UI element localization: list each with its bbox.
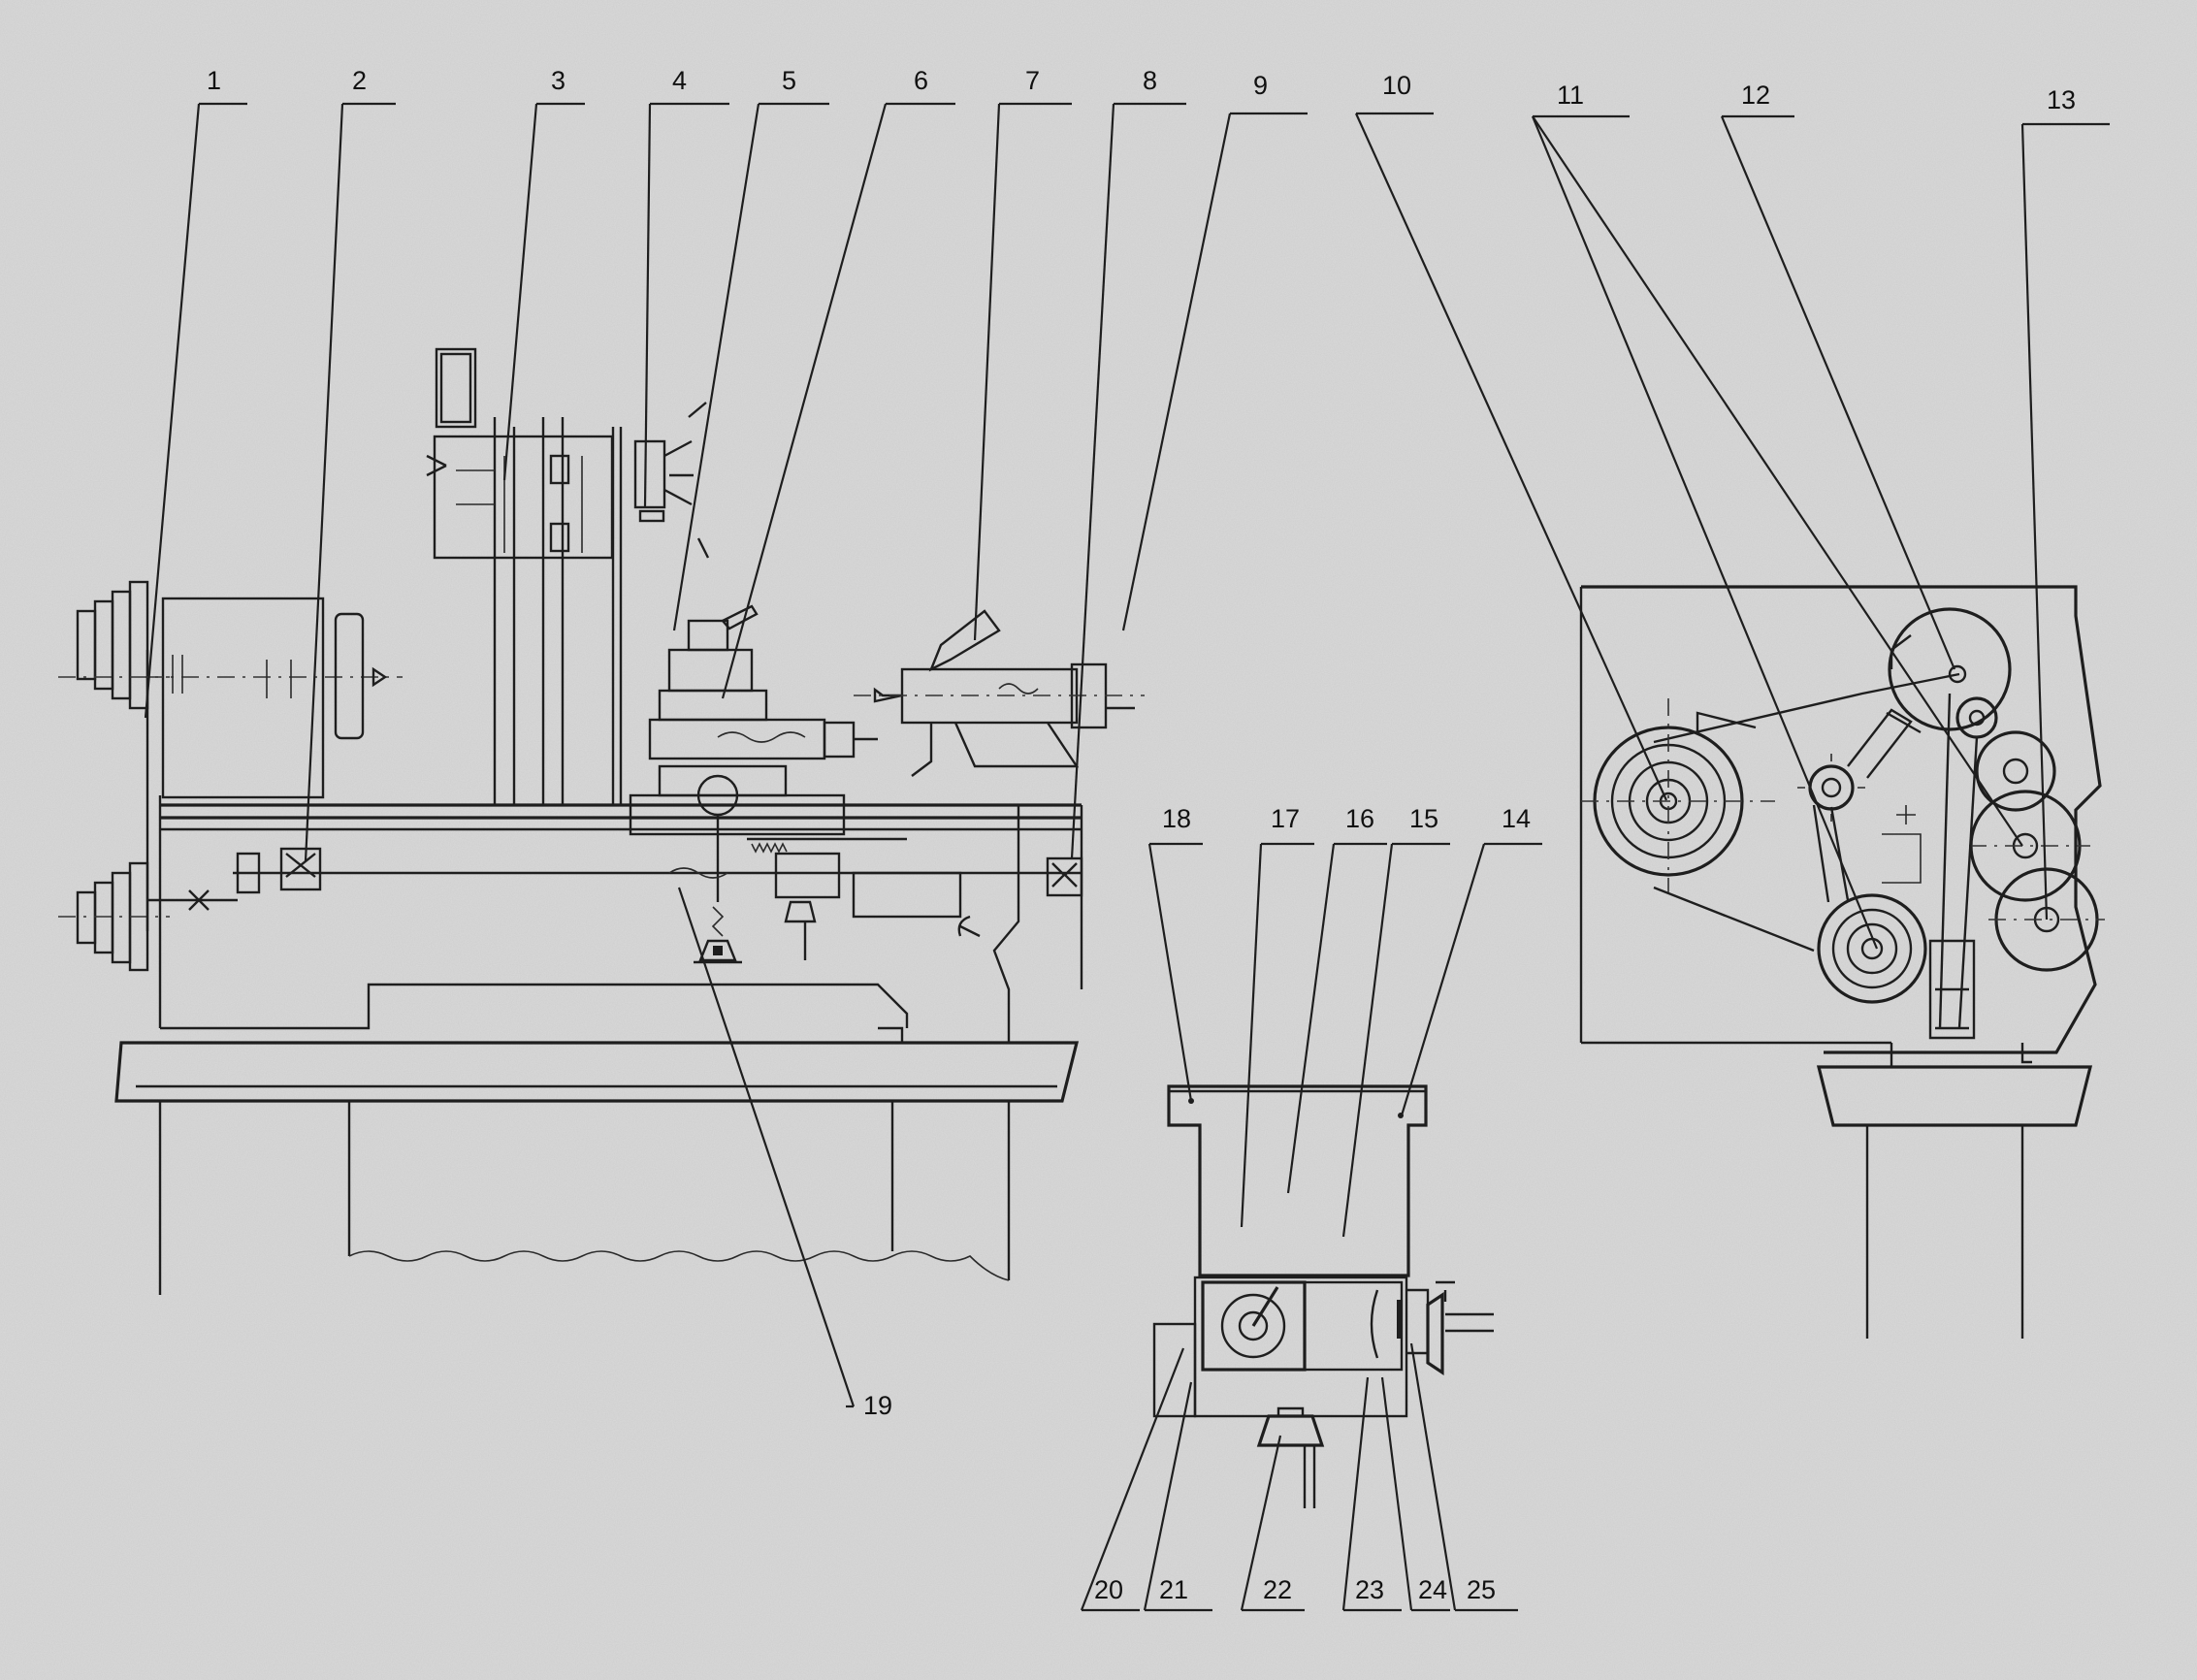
callout-12: 12 bbox=[1741, 81, 1770, 110]
callout-19: 19 bbox=[863, 1391, 892, 1420]
callout-20: 20 bbox=[1094, 1575, 1123, 1604]
callout-16: 16 bbox=[1345, 804, 1374, 833]
callout-17: 17 bbox=[1271, 804, 1300, 833]
apron bbox=[629, 764, 981, 964]
headstock bbox=[145, 597, 403, 799]
tailstock bbox=[854, 609, 1145, 777]
callout-21: 21 bbox=[1159, 1575, 1188, 1604]
lathe-base bbox=[114, 795, 1083, 1295]
callout-23: 23 bbox=[1355, 1575, 1384, 1604]
apron-section-view bbox=[1152, 1084, 1494, 1508]
callout-2: 2 bbox=[352, 66, 367, 95]
callout-14: 14 bbox=[1502, 804, 1531, 833]
callout-22: 22 bbox=[1263, 1575, 1292, 1604]
callout-11: 11 bbox=[1557, 81, 1584, 110]
tool-post bbox=[648, 604, 878, 760]
stepped-pulley bbox=[1581, 698, 1775, 892]
callout-3: 3 bbox=[551, 66, 565, 95]
callout-5: 5 bbox=[782, 66, 796, 95]
callout-9: 9 bbox=[1253, 71, 1268, 100]
callout-6: 6 bbox=[914, 66, 928, 95]
cone-pulley-upper bbox=[58, 580, 170, 710]
feed-box bbox=[426, 347, 710, 805]
callout-10: 10 bbox=[1382, 71, 1411, 100]
change-gears bbox=[1888, 607, 2105, 1029]
callout-18: 18 bbox=[1162, 804, 1191, 833]
lathe-front-view bbox=[58, 347, 1145, 1295]
callout-15: 15 bbox=[1409, 804, 1438, 833]
leader-lines bbox=[144, 102, 2110, 1612]
callout-25: 25 bbox=[1467, 1575, 1496, 1604]
callout-1: 1 bbox=[207, 66, 221, 95]
callout-24: 24 bbox=[1418, 1575, 1447, 1604]
callout-7: 7 bbox=[1025, 66, 1040, 95]
gear-train-side-view bbox=[1579, 585, 2105, 1339]
callout-13: 13 bbox=[2047, 85, 2076, 114]
callout-8: 8 bbox=[1143, 66, 1157, 95]
motor-pulley bbox=[1812, 804, 1927, 1004]
callout-4: 4 bbox=[672, 66, 687, 95]
callout-labels: 1 2 3 4 5 6 7 8 9 10 11 12 13 14 15 16 1… bbox=[207, 66, 2076, 1604]
